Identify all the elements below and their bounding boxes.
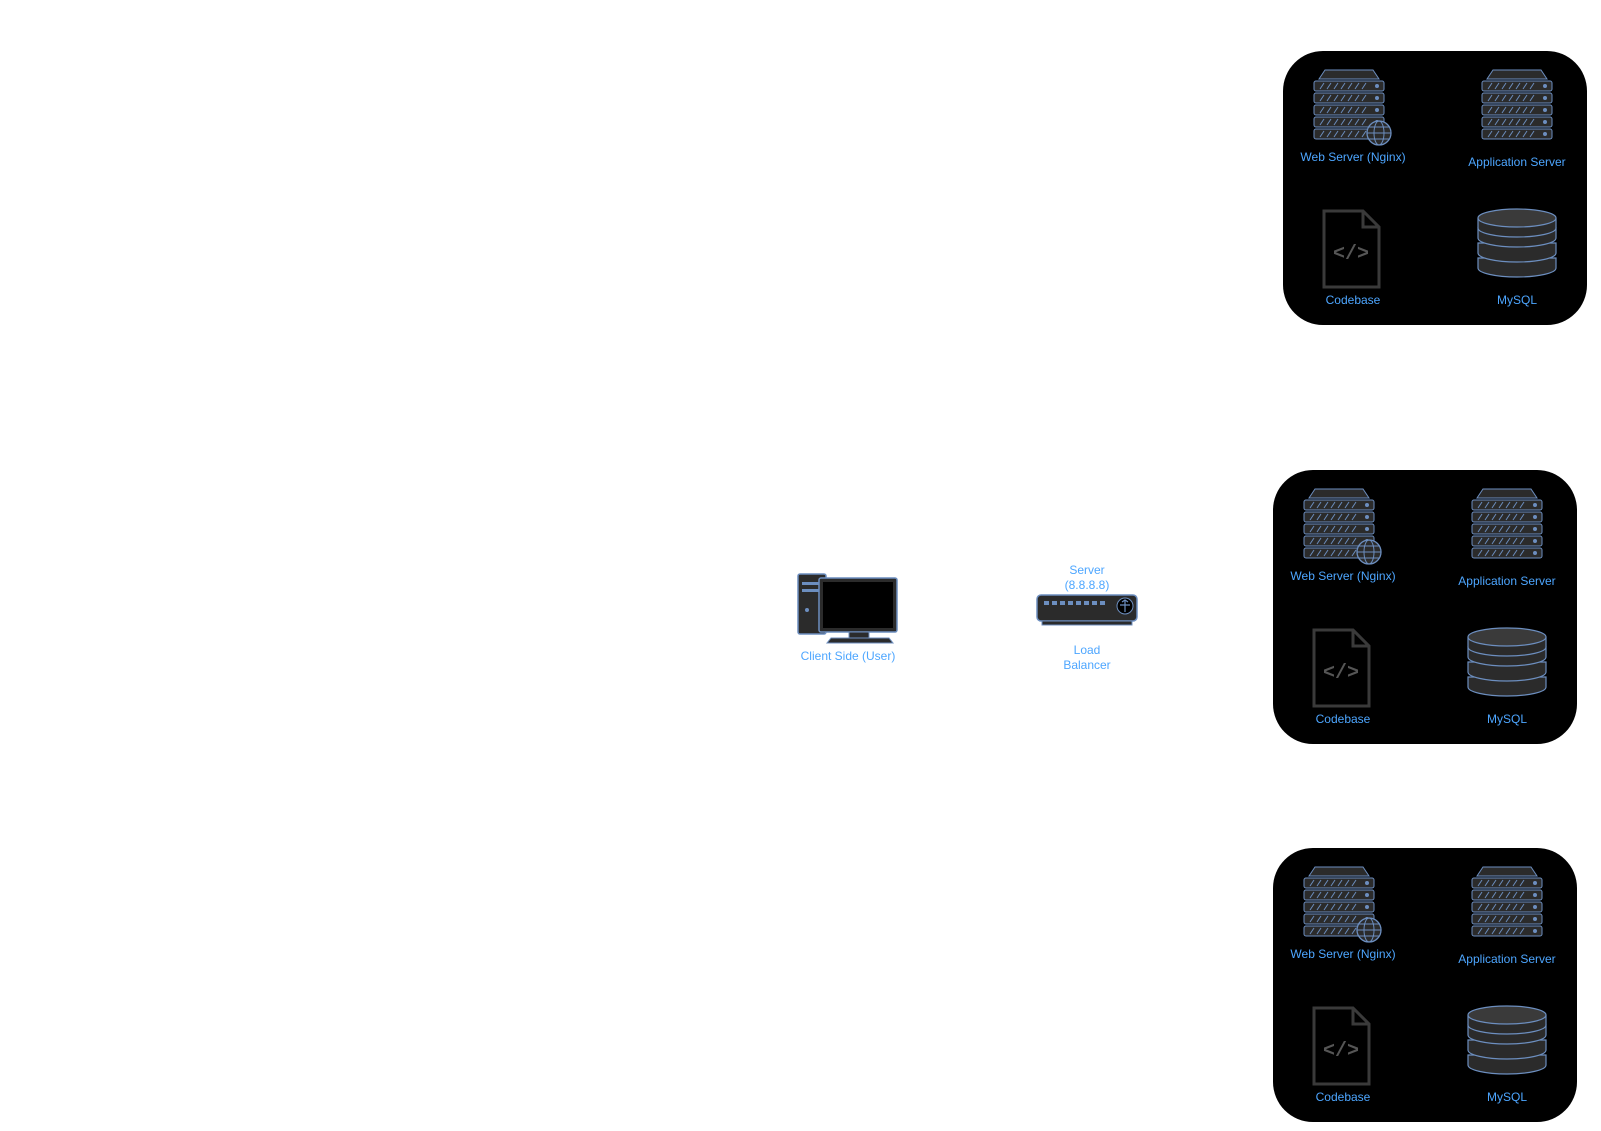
- web-server-label: Web Server (Nginx): [1290, 569, 1396, 583]
- network-switch-icon: [1036, 594, 1138, 626]
- mysql-label: MySQL: [1486, 712, 1527, 726]
- svg-text:</>: </>: [1323, 1040, 1359, 1063]
- web-server-label: Web Server (Nginx): [1290, 947, 1396, 961]
- code-file-icon: </>: [1322, 209, 1381, 289]
- client-label: Client Side (User): [800, 649, 896, 663]
- mysql-label: MySQL: [1486, 1090, 1527, 1104]
- code-file-icon: </>: [1312, 1006, 1371, 1086]
- web-server-icon: [1303, 866, 1382, 943]
- database-icon: [1467, 627, 1547, 697]
- app-server-icon: [1471, 488, 1543, 559]
- web-server-label: Web Server (Nginx): [1300, 150, 1406, 164]
- server-cluster-1: Web Server (Nginx) Application Server </…: [1283, 51, 1587, 325]
- web-server-icon: [1303, 488, 1382, 565]
- desktop-computer-icon: [797, 573, 898, 644]
- code-file-icon: </>: [1312, 628, 1371, 708]
- mysql-label: MySQL: [1496, 293, 1537, 307]
- app-server-icon: [1481, 69, 1553, 140]
- app-server-label: Application Server: [1458, 574, 1556, 588]
- database-icon: [1477, 208, 1557, 278]
- app-server-label: Application Server: [1468, 155, 1566, 169]
- server-cluster-2: Web Server (Nginx) Application Server </…: [1273, 470, 1577, 744]
- codebase-label: Codebase: [1325, 293, 1381, 307]
- database-icon: [1467, 1005, 1547, 1075]
- app-server-icon: [1471, 866, 1543, 937]
- load-balancer-label: Load Balancer: [1063, 643, 1111, 672]
- server-cluster-3: Web Server (Nginx) Application Server </…: [1273, 848, 1577, 1122]
- web-server-icon: [1313, 69, 1392, 146]
- codebase-label: Codebase: [1315, 712, 1371, 726]
- svg-text:</>: </>: [1333, 243, 1369, 266]
- svg-text:</>: </>: [1323, 662, 1359, 685]
- codebase-label: Codebase: [1315, 1090, 1371, 1104]
- app-server-label: Application Server: [1458, 952, 1556, 966]
- load-balancer-server-label: Server (8.8.8.8): [1064, 563, 1110, 592]
